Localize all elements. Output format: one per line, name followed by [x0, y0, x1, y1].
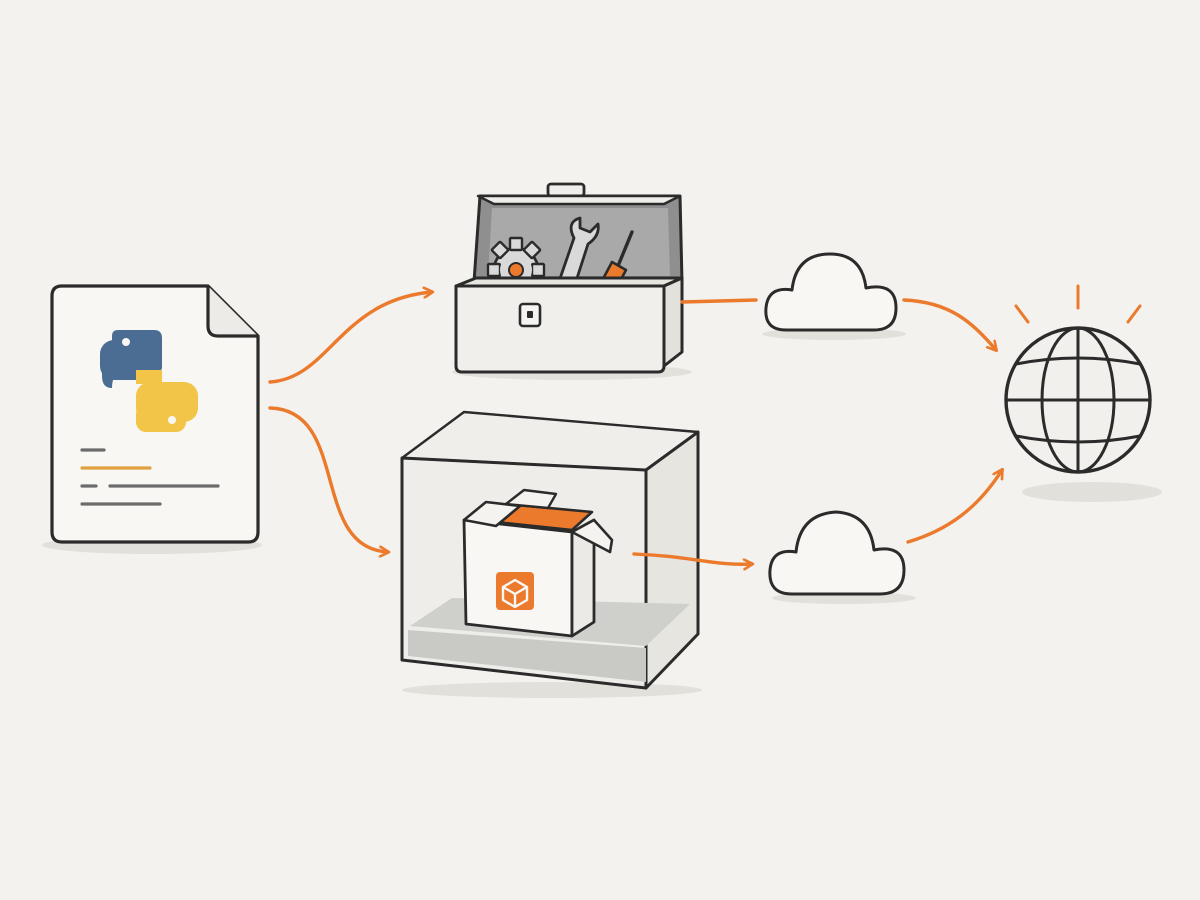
- container-box-icon: [400, 410, 702, 698]
- gear-icon: [486, 236, 546, 294]
- signal-rays: [1014, 284, 1142, 324]
- code-lines: [80, 448, 220, 506]
- toolbox-icon: [452, 182, 692, 380]
- arrow-container-to-cloud: [632, 552, 752, 564]
- package-icon: [462, 488, 614, 638]
- arrow-toolbox-to-cloud: [680, 298, 758, 304]
- orange-cube-icon: [496, 572, 534, 610]
- cloud-icon: [768, 510, 916, 604]
- arrow-cloud-to-globe-bottom: [906, 470, 1002, 544]
- arrow-cloud-to-globe-top: [902, 298, 996, 350]
- arrow-source-to-toolbox: [268, 292, 432, 384]
- globe-icon: [1004, 284, 1162, 502]
- python-file-icon: [42, 284, 262, 554]
- arrow-source-to-container: [268, 406, 388, 552]
- flow-arrows: [268, 292, 1002, 564]
- cloud-icon: [762, 252, 906, 340]
- python-logo-icon: [100, 330, 198, 432]
